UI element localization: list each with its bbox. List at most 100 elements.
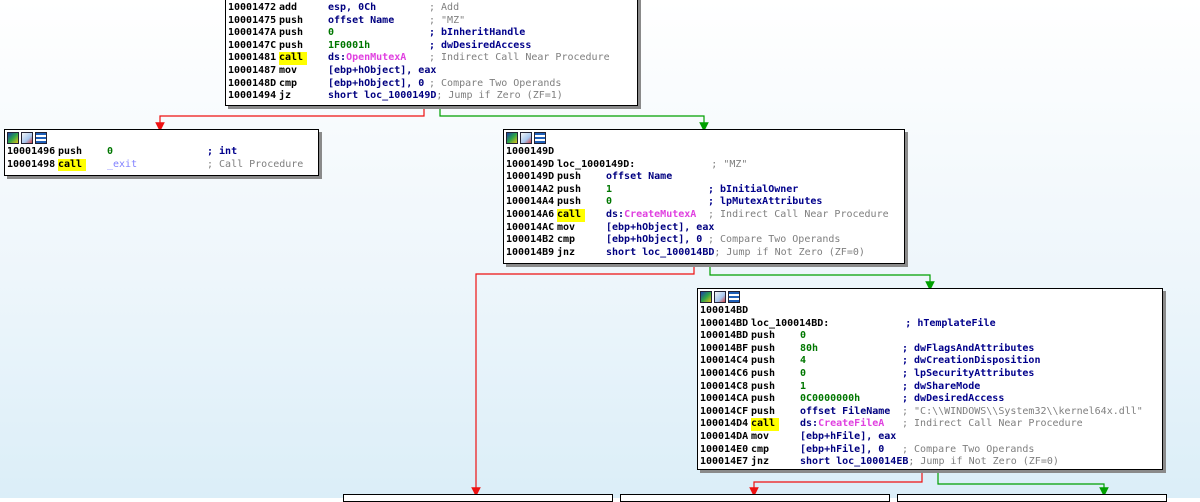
code-block-partial-right[interactable] — [897, 494, 1167, 502]
listing-icon[interactable] — [534, 132, 546, 144]
address: 100014B9 — [506, 246, 555, 258]
operand: ds:OpenMutexA — [328, 52, 407, 64]
comment: ; "C:\\WINDOWS\\System32\\kernel64x.dll" — [902, 405, 1143, 417]
address: 100014BD — [700, 317, 749, 329]
operand: short loc_100014EB — [800, 456, 909, 468]
address: 100014A4 — [506, 196, 555, 208]
listing-icon[interactable] — [35, 132, 47, 144]
operand: _exit — [107, 158, 138, 170]
graph-color-icon[interactable] — [506, 132, 518, 144]
code-line[interactable]: 100014BD — [700, 305, 1160, 318]
code-line[interactable]: 1000149D — [506, 146, 902, 159]
comment: ; dwShareMode — [902, 380, 981, 392]
edit-node-icon[interactable] — [21, 132, 33, 144]
code-block-partial-mid[interactable] — [620, 494, 890, 502]
comment: ; dwFlagsAndAttributes — [902, 342, 1035, 354]
address: 1000149D — [506, 158, 555, 170]
address: 100014C4 — [700, 355, 749, 367]
comment: ; Add — [429, 2, 460, 13]
operand: 1 — [606, 183, 613, 195]
mnemonic: call — [557, 208, 585, 222]
comment: ; dwCreationDisposition — [902, 355, 1041, 367]
edge-false-mid-down — [471, 264, 695, 497]
operand: [ebp+hFile], eax — [800, 430, 897, 442]
mnemonic: add — [279, 2, 298, 13]
operand: [ebp+hFile], 0 — [800, 443, 885, 455]
mnemonic: push — [557, 183, 582, 195]
mnemonic: push — [751, 355, 776, 367]
address: 100014A6 — [506, 208, 555, 220]
operand: offset FileName — [800, 405, 891, 417]
mnemonic: mov — [751, 430, 770, 442]
mnemonic: loc_1000149D: — [557, 158, 636, 170]
code-block-partial-left[interactable] — [343, 494, 613, 502]
mnemonic: push — [751, 330, 776, 342]
address: 1000147A — [228, 27, 277, 39]
listing-icon[interactable] — [728, 291, 740, 303]
address: 10001498 — [7, 158, 56, 170]
address: 100014B2 — [506, 234, 555, 246]
graph-color-icon[interactable] — [700, 291, 712, 303]
edge-false-right-down — [749, 470, 923, 497]
edit-node-icon[interactable] — [714, 291, 726, 303]
mnemonic: jnz — [751, 456, 770, 468]
operand: ds:CreateMutexA — [606, 208, 697, 220]
comment: ; lpSecurityAttributes — [902, 367, 1035, 379]
operand: offset Name — [328, 14, 395, 26]
address: 10001496 — [7, 146, 56, 157]
comment: ; Jump if Zero (ZF=1) — [436, 90, 563, 102]
address: 1000149D — [506, 146, 555, 157]
mnemonic: jnz — [557, 246, 576, 258]
comment: ; int — [207, 146, 238, 157]
mnemonic: call — [751, 418, 779, 431]
graph-color-icon[interactable] — [7, 132, 19, 144]
mnemonic: jz — [279, 90, 292, 102]
comment: ; bInitialOwner — [708, 183, 799, 195]
operand: 0 — [800, 367, 807, 379]
mnemonic: cmp — [557, 234, 576, 246]
address: 100014C6 — [700, 367, 749, 379]
mnemonic: push — [279, 14, 304, 26]
mnemonic: cmp — [751, 443, 770, 455]
mnemonic: loc_100014BD: — [751, 317, 830, 329]
operand: 0 — [606, 196, 613, 208]
comment: ; bInheritHandle — [429, 27, 526, 39]
edit-node-icon[interactable] — [520, 132, 532, 144]
comment: ; Indirect Call Near Procedure — [902, 418, 1083, 430]
